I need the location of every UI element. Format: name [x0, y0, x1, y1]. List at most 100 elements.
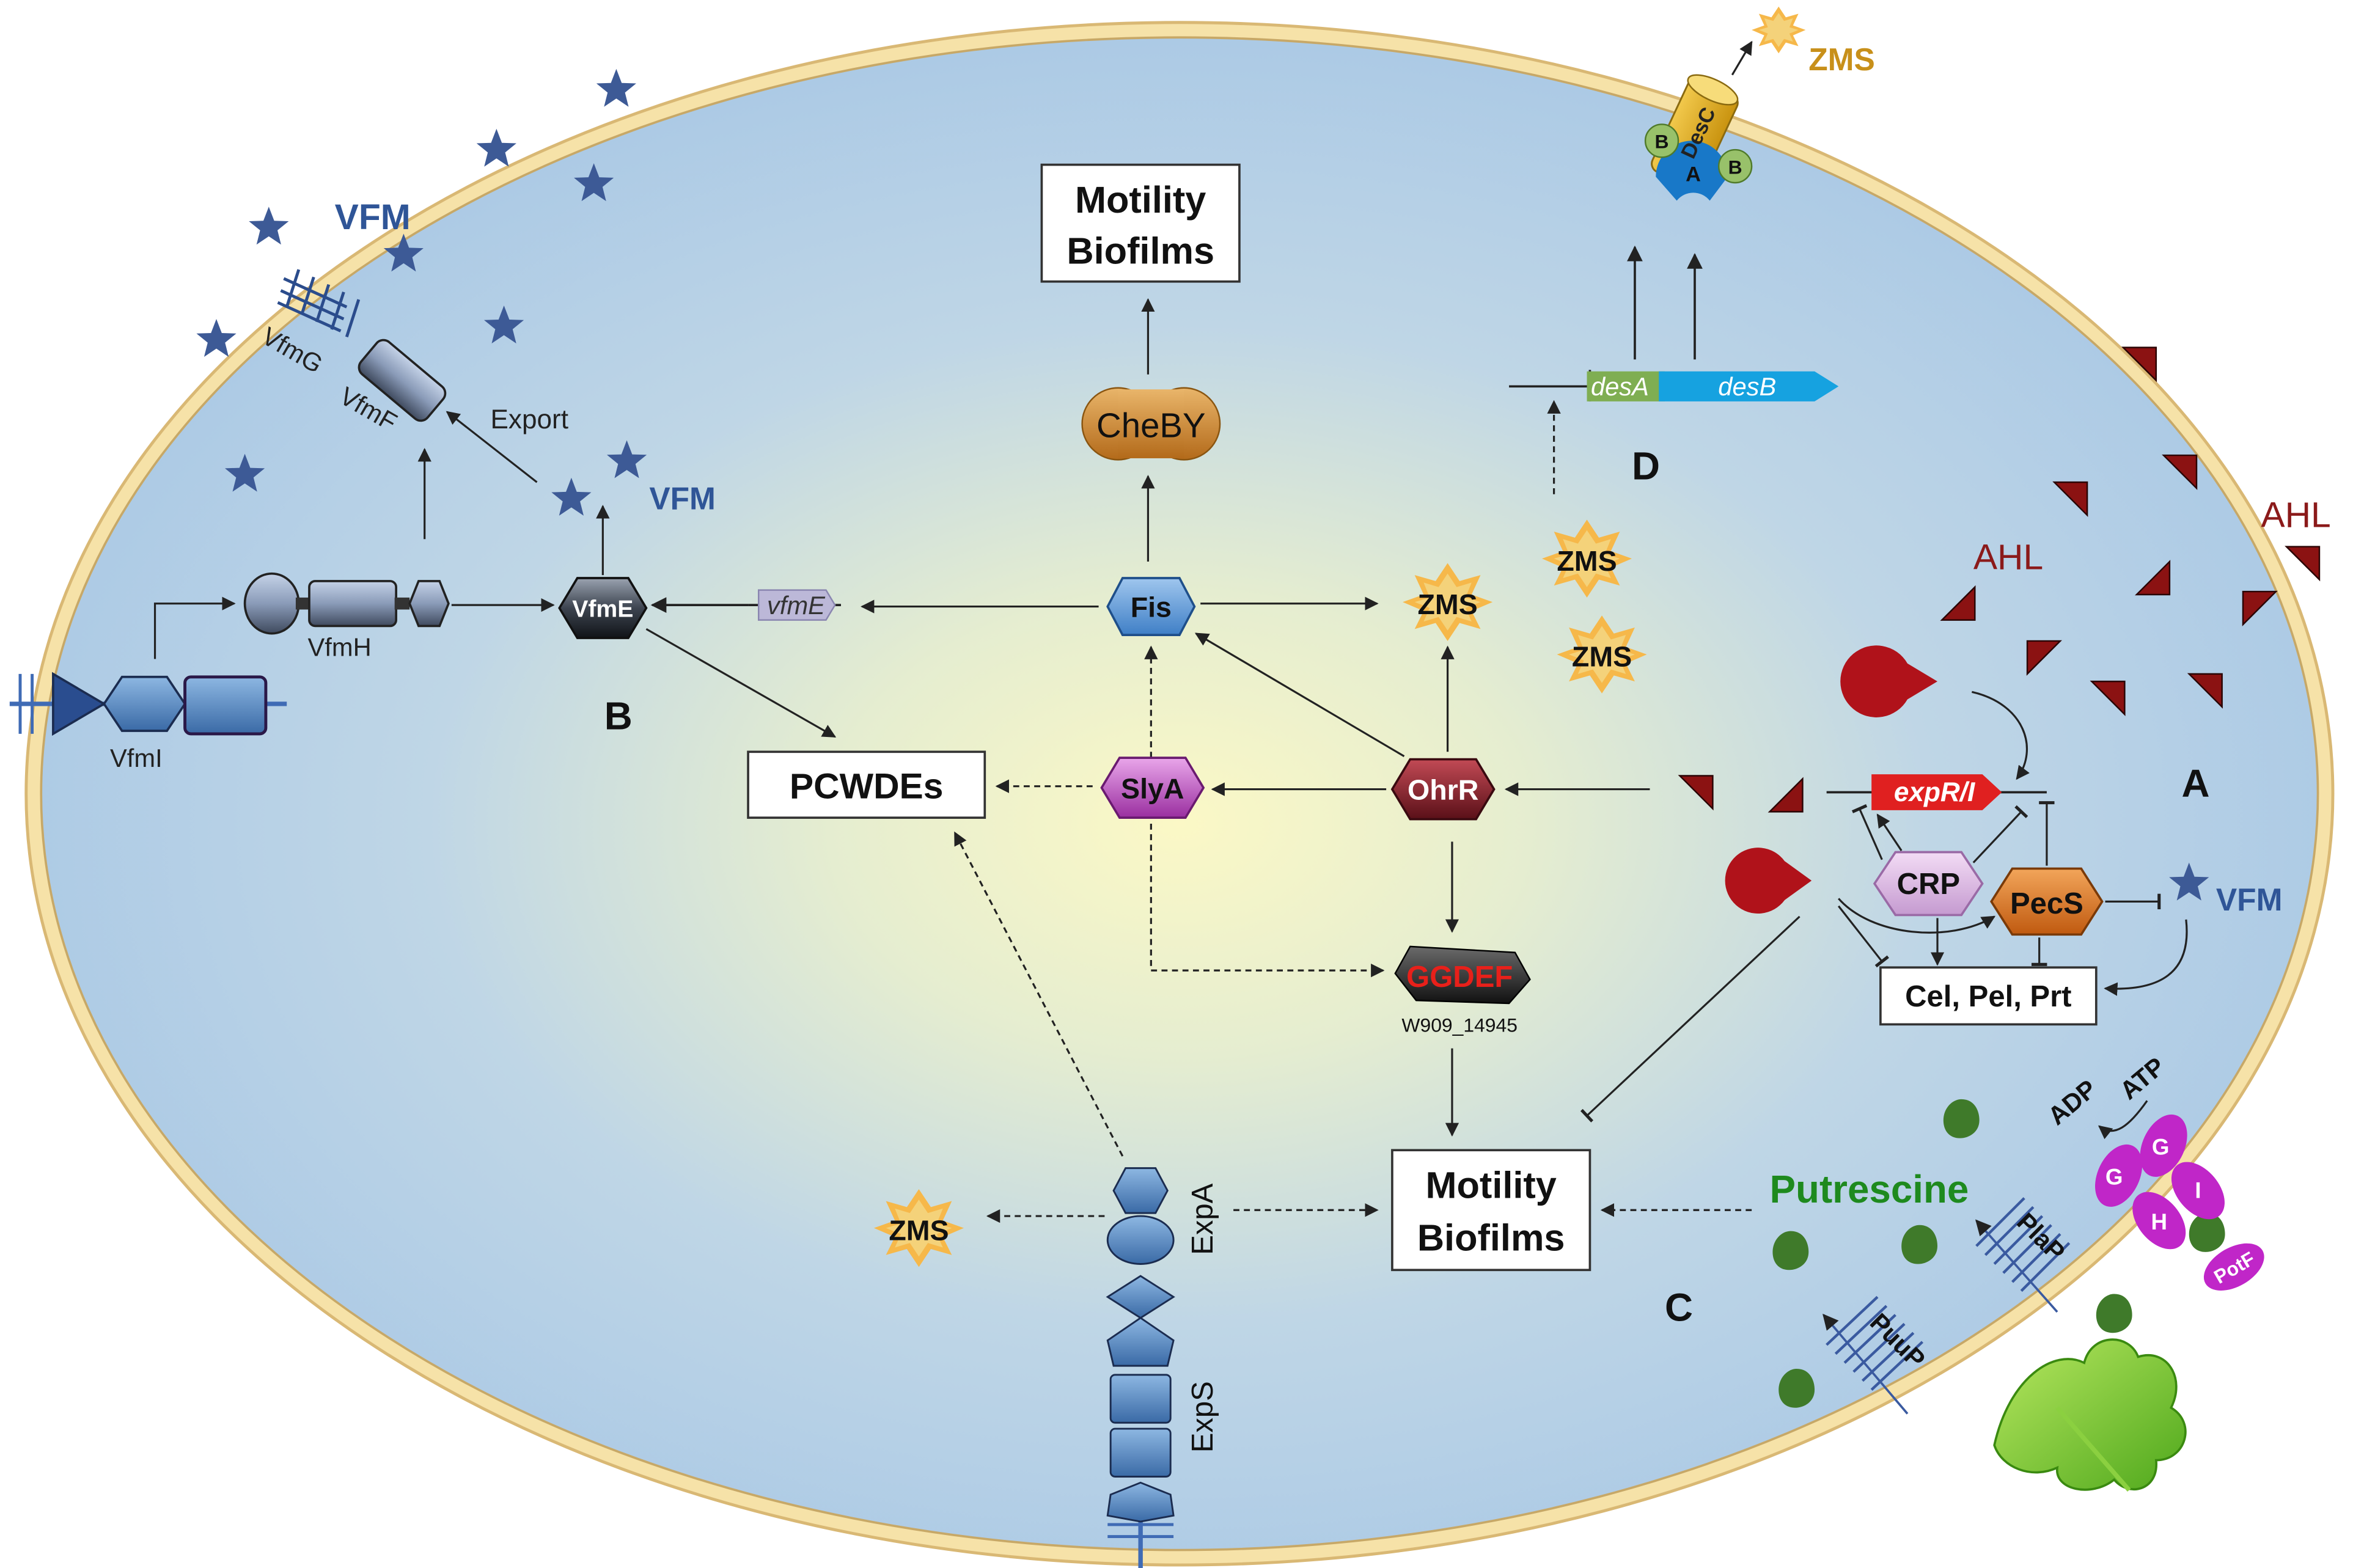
- ahl-label-1: AHL: [1973, 537, 2043, 577]
- crp-to-expri-arrow: [1876, 813, 1903, 851]
- vfme-protein: [558, 577, 648, 639]
- vfme-gene-label: vfmE: [767, 591, 826, 620]
- biofilms-bottom-label: Biofilms: [1417, 1217, 1565, 1258]
- puup-arrow: [1823, 1313, 1909, 1415]
- zms-bottom-label: ZMS: [889, 1214, 949, 1246]
- expri-gene: [1871, 774, 2002, 810]
- ohrr-label: OhrR: [1408, 774, 1478, 806]
- motility-biofilms-top-box: [1040, 163, 1241, 283]
- cel-pel-prt-label: Cel, Pel, Prt: [1905, 980, 2071, 1013]
- slya-label: SlyA: [1121, 772, 1184, 804]
- motility-biofilms-bottom-box: [1391, 1149, 1591, 1272]
- receptor-to-expri-arrow: [1972, 691, 2030, 780]
- desa-sub-label: A: [1686, 163, 1701, 186]
- ggdef-protein: [1394, 945, 1531, 1005]
- vfm-to-cel-arrow: [2104, 919, 2188, 996]
- expri-label: expR/I: [1894, 777, 1976, 807]
- vfm-label-right: VFM: [2216, 882, 2283, 917]
- desb-sub-label-2: B: [1728, 156, 1742, 178]
- pcwdes-box: [747, 750, 986, 819]
- expa-label: ExpA: [1186, 1183, 1219, 1255]
- desabc-complex: [1644, 74, 1753, 201]
- fis-protein: [1106, 577, 1196, 636]
- vfmh-label: VfmH: [308, 632, 372, 661]
- atp-adp-arrow: [2098, 1100, 2148, 1140]
- vfmi-membrane-ticks: [18, 673, 34, 734]
- exps-diamond: [1106, 1275, 1175, 1319]
- section-c-label: C: [1665, 1286, 1693, 1330]
- pecs-protein: [1990, 867, 2104, 936]
- exps-pentagon: [1106, 1481, 1175, 1523]
- motility-top-label: Motility: [1075, 179, 1206, 221]
- expa-oval: [1106, 1215, 1175, 1265]
- expr-receptor-top: [1840, 645, 1938, 717]
- desa-gene: [1587, 371, 1665, 401]
- cel-pel-prt-box: [1879, 966, 2098, 1026]
- vfmh-box: [308, 580, 397, 628]
- plap-arrow: [1975, 1219, 2058, 1313]
- zms-top-burst: [1752, 6, 1806, 54]
- receptor-to-motility-inhibit: [1580, 915, 1801, 1123]
- exps-label: ExpS: [1186, 1381, 1219, 1453]
- desb-gene: [1659, 371, 1839, 401]
- crp-to-pecs-inhibit: [1972, 805, 2028, 863]
- motility-bottom-label: Motility: [1425, 1165, 1556, 1206]
- ahl-label-2: AHL: [2261, 496, 2330, 535]
- zms-d1-label: ZMS: [1557, 545, 1617, 577]
- desb-label: desB: [1718, 372, 1776, 401]
- desb-sub-label-1: B: [1655, 131, 1669, 153]
- exps-hexagon: [1106, 1316, 1175, 1367]
- section-b-label: B: [604, 694, 633, 738]
- vfmh-link: [295, 597, 311, 610]
- poth-label: H: [2151, 1209, 2167, 1234]
- pcwdes-label: PCWDEs: [790, 766, 944, 806]
- potg-label: G: [2105, 1165, 2123, 1190]
- crp-label: CRP: [1897, 868, 1960, 901]
- crp-to-expri-inhibit: [1851, 804, 1883, 860]
- putrescine-label: Putrescine: [1770, 1167, 1969, 1211]
- section-d-label: D: [1632, 444, 1660, 488]
- vfmf-box: [358, 339, 447, 422]
- ohrr-to-fis-arrow: [1194, 632, 1405, 758]
- crp-protein: [1873, 851, 1984, 917]
- potg2-label: G: [2152, 1135, 2170, 1160]
- exps-box-1: [1109, 1427, 1172, 1478]
- puup-transporter: [1826, 1295, 1924, 1391]
- vfme-protein-label: VfmE: [572, 596, 633, 623]
- potfghi-transporter: [2095, 1114, 2264, 1291]
- vfmh-hexagon: [408, 580, 450, 628]
- cheby-label: CheBY: [1096, 406, 1206, 445]
- export-label: Export: [491, 405, 568, 434]
- slya-to-ggdef-arrow: [1150, 823, 1385, 978]
- section-a-label: A: [2181, 761, 2209, 805]
- expr-receptor-bottom: [1725, 848, 1812, 914]
- vfmi-label: VfmI: [110, 744, 163, 772]
- desa-label: desA: [1591, 372, 1649, 401]
- expa-to-pcwdes-arrow: [953, 831, 1124, 1157]
- vfmi-to-vfmh-arrow: [153, 596, 236, 659]
- vfme-gene-arrow: [757, 589, 836, 621]
- plap-transporter: [1975, 1197, 2071, 1292]
- zms-center-label: ZMS: [1417, 588, 1477, 620]
- vfmi-triangle: [52, 672, 106, 736]
- vfme-export-arrow: [446, 411, 538, 483]
- vfm-label-mid: VFM: [649, 480, 716, 516]
- ggdef-label: GGDEF: [1406, 961, 1513, 994]
- cheby-protein: [1081, 387, 1221, 461]
- vfm-label-top: VFM: [335, 197, 411, 237]
- ohrr-protein: [1390, 758, 1496, 821]
- expa-hexagon: [1112, 1167, 1169, 1214]
- receptor-to-crp-arrow: [1838, 898, 1996, 934]
- plant-leaf-icon: [1993, 1338, 2187, 1492]
- pecs-label: PecS: [2010, 887, 2083, 920]
- vfmg-transporter: [277, 269, 361, 338]
- vfme-to-pcwdes-arrow: [645, 628, 837, 738]
- zms-top-label: ZMS: [1808, 42, 1875, 77]
- zms-d2-label: ZMS: [1572, 641, 1632, 673]
- exps-membrane-ticks: [1107, 1523, 1174, 1538]
- w909-label: W909_14945: [1401, 1014, 1518, 1036]
- vfmh-link2: [394, 597, 410, 610]
- poti-label: I: [2195, 1178, 2201, 1203]
- exps-box-2: [1109, 1374, 1172, 1424]
